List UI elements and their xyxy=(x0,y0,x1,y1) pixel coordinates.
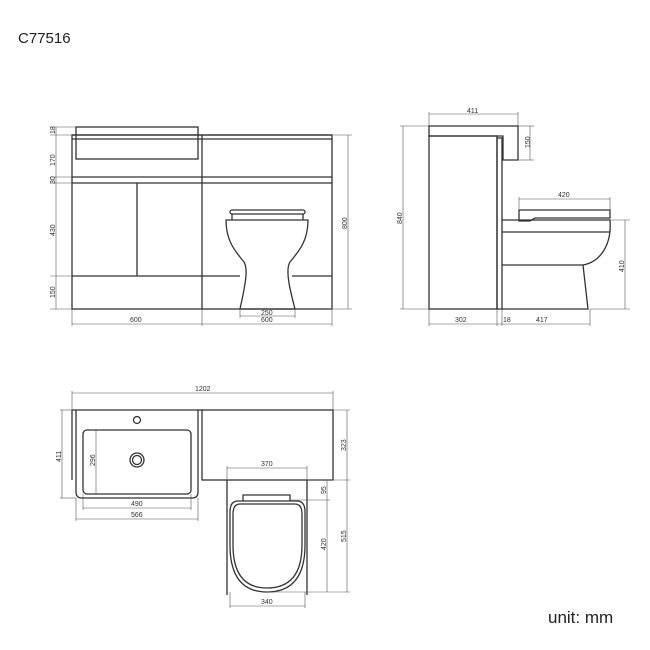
dim-340: 340 xyxy=(261,599,273,606)
dim-250: 250 xyxy=(261,310,273,317)
dim-302: 302 xyxy=(455,317,467,324)
dim-411-side: 411 xyxy=(467,108,478,115)
dim-600-left: 600 xyxy=(130,317,142,324)
front-view: 18 170 30 430 150 800 600 250 600 xyxy=(50,126,352,326)
dim-600-right: 600 xyxy=(261,317,273,324)
dim-800: 800 xyxy=(342,217,349,229)
dim-417: 417 xyxy=(536,317,548,324)
cabinet-side xyxy=(428,135,498,310)
dim-840: 840 xyxy=(397,212,404,224)
dim-420-side: 420 xyxy=(558,192,570,199)
basin-front xyxy=(75,126,199,160)
side-view: 411 150 840 420 410 302 18 417 xyxy=(397,108,630,326)
dim-566: 566 xyxy=(131,512,143,519)
waste-outer xyxy=(129,452,145,468)
dim-411-plan: 411 xyxy=(56,451,63,462)
dim-150-side: 150 xyxy=(525,136,532,148)
basin-bowl xyxy=(82,429,192,495)
dim-18-side: 18 xyxy=(503,317,511,324)
dim-410: 410 xyxy=(619,260,626,272)
toilet-front xyxy=(225,209,309,310)
product-code: C77516 xyxy=(18,30,71,47)
dim-170: 170 xyxy=(50,154,57,166)
dim-296: 296 xyxy=(90,454,97,466)
dim-150: 150 xyxy=(50,286,57,298)
dim-515: 515 xyxy=(341,530,348,542)
tap-hole xyxy=(132,415,142,425)
dim-95: 95 xyxy=(321,486,328,494)
toilet-side xyxy=(502,209,611,310)
dim-420-plan: 420 xyxy=(321,538,328,550)
dim-18: 18 xyxy=(50,126,57,134)
dim-1202: 1202 xyxy=(195,386,211,393)
dim-30: 30 xyxy=(50,176,57,184)
basin-plan xyxy=(72,409,199,499)
dim-323: 323 xyxy=(341,439,348,451)
dim-370: 370 xyxy=(261,461,273,468)
countertop-side xyxy=(428,125,519,161)
toilet-plan xyxy=(226,480,308,595)
dim-430: 430 xyxy=(50,224,57,236)
cabinet-plan xyxy=(201,409,334,481)
waste-inner xyxy=(131,454,143,466)
plan-view: 1202 411 296 490 566 370 95 420 323 515 … xyxy=(56,386,350,608)
panel-side xyxy=(496,137,503,310)
dim-490: 490 xyxy=(131,501,143,508)
unit-label: unit: mm xyxy=(548,608,614,627)
